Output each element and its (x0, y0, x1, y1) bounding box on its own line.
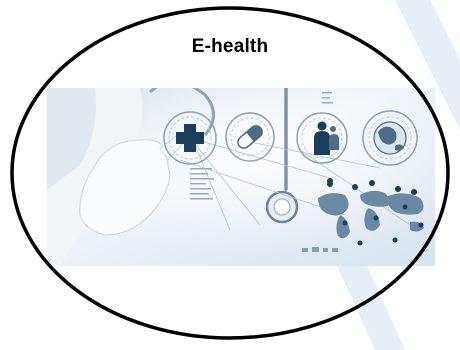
gloved-hand (79, 139, 171, 236)
ellipse-frame (10, 6, 450, 340)
world-map (318, 190, 424, 239)
map-pins (327, 178, 424, 246)
person-silhouette-icon (296, 112, 348, 164)
page-title: E-health (191, 36, 269, 57)
pill-capsule-icon (225, 112, 275, 162)
medical-cross-icon (163, 111, 217, 165)
decorative-text-lines (190, 92, 333, 200)
globe-icon (362, 110, 418, 166)
stethoscope-tube (149, 88, 215, 136)
device-icons (302, 247, 338, 252)
ehealth-photo (47, 88, 435, 266)
